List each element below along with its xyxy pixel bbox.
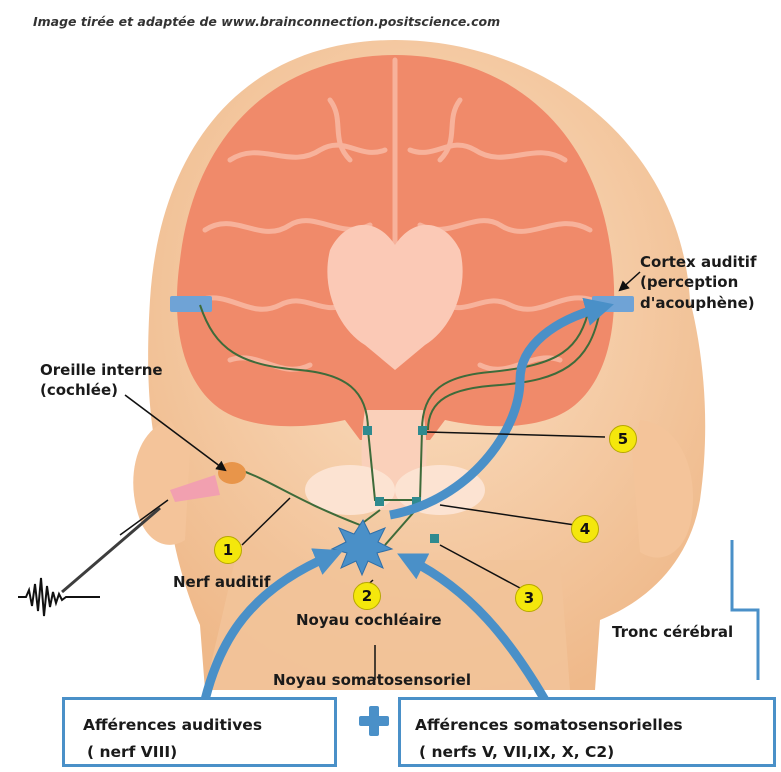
label-tronc-cerebral: Tronc cérébral: [612, 622, 733, 642]
marker-1: 1: [214, 536, 242, 564]
cortex-label-line1: Cortex auditif: [640, 252, 756, 272]
box-left-line2: ( nerf VIII): [83, 739, 334, 766]
box-afferences-somatosensorielles: Afférences somatosensorielles ( nerfs V,…: [398, 697, 776, 767]
label-oreille-interne: Oreille interne (cochlée): [40, 360, 163, 401]
label-noyau-somatosensoriel: Noyau somatosensoriel: [273, 670, 471, 690]
box-right-line2: ( nerfs V, VII,IX, X, C2): [415, 739, 773, 766]
marker-3: 3: [515, 584, 543, 612]
sound-waveform: [18, 578, 100, 616]
marker-2: 2: [353, 582, 381, 610]
cortex-label-line2: (perception: [640, 272, 756, 292]
plus-icon: [359, 706, 389, 736]
marker-5: 5: [609, 425, 637, 453]
cortex-label-line3: d'acouphène): [640, 293, 756, 313]
label-noyau-cochleaire: Noyau cochléaire: [296, 610, 442, 630]
label-nerf-auditif: Nerf auditif: [173, 572, 270, 592]
image-credit: Image tirée et adaptée de www.brainconne…: [33, 14, 500, 29]
sound-direction-line: [62, 508, 160, 592]
oreille-label-line2: (cochlée): [40, 380, 163, 400]
box-left-line1: Afférences auditives: [83, 712, 334, 739]
auditory-cortex-left: [170, 296, 212, 312]
oreille-label-line1: Oreille interne: [40, 360, 163, 380]
brainstem-bracket: [732, 540, 758, 680]
cochlea: [218, 462, 246, 484]
label-cortex-auditif: Cortex auditif (perception d'acouphène): [640, 252, 756, 313]
box-afferences-auditives: Afférences auditives ( nerf VIII): [62, 697, 337, 767]
marker-4: 4: [571, 515, 599, 543]
box-right-line1: Afférences somatosensorielles: [415, 712, 773, 739]
left-ear: [133, 420, 190, 545]
